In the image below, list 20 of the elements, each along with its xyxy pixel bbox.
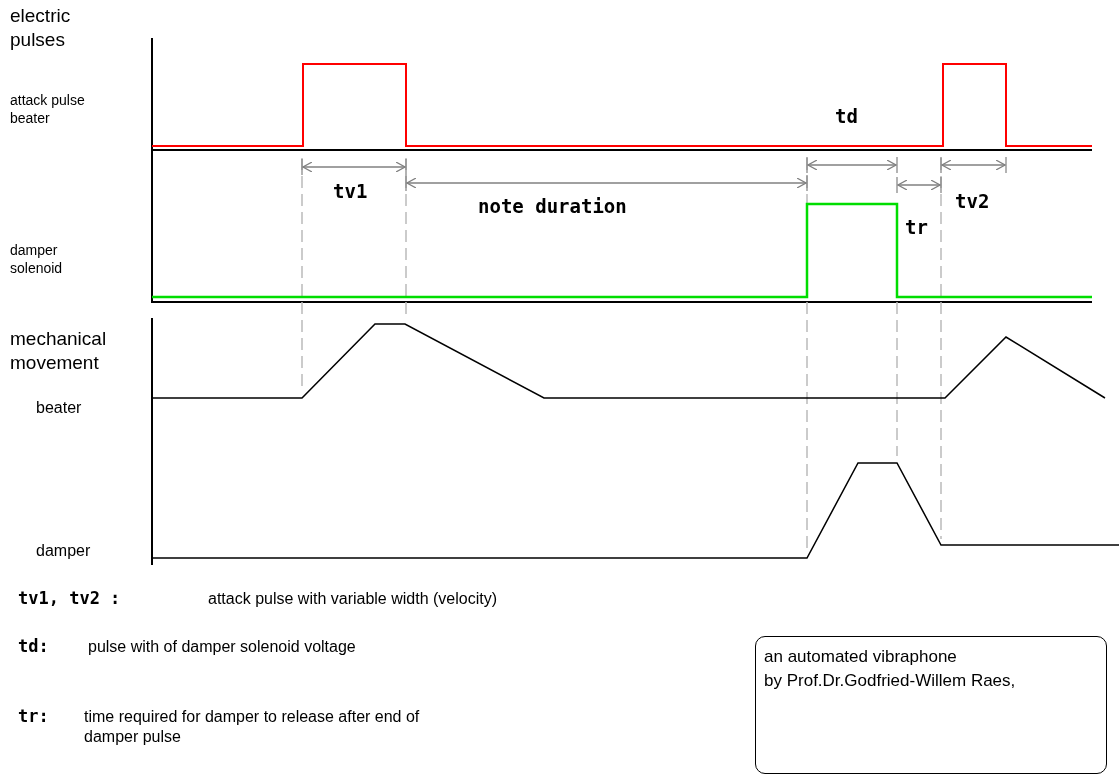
dimension-label: tr [905, 216, 928, 240]
legend-key: td: [18, 636, 49, 658]
credit-box [755, 636, 1107, 774]
legend-text: attack pulse with variable width (velocity) [208, 589, 497, 609]
axis-label: mechanical movement [10, 327, 108, 375]
signal-label: beater [36, 398, 82, 418]
dimension-label: td [835, 105, 858, 129]
legend-text: time required for damper to release after end of damper pulse [84, 707, 421, 747]
legend-text: pulse with of damper solenoid voltage [88, 637, 356, 657]
dimension-label: tv1 [333, 180, 368, 204]
dimension-label: tv2 [955, 190, 990, 214]
legend-key: tv1, tv2 : [18, 588, 121, 610]
credit-text: by Prof.Dr.Godfried-Willem Raes, [764, 671, 1017, 691]
signal-label: damper solenoid [10, 242, 64, 277]
axis-label: electric pulses [10, 4, 72, 52]
dimension-label: note duration [478, 195, 627, 219]
legend-key: tr: [18, 706, 49, 728]
signal-label: damper [36, 541, 91, 561]
signal-label: attack pulse beater [10, 92, 86, 127]
credit-text: an automated vibraphone [764, 647, 958, 667]
